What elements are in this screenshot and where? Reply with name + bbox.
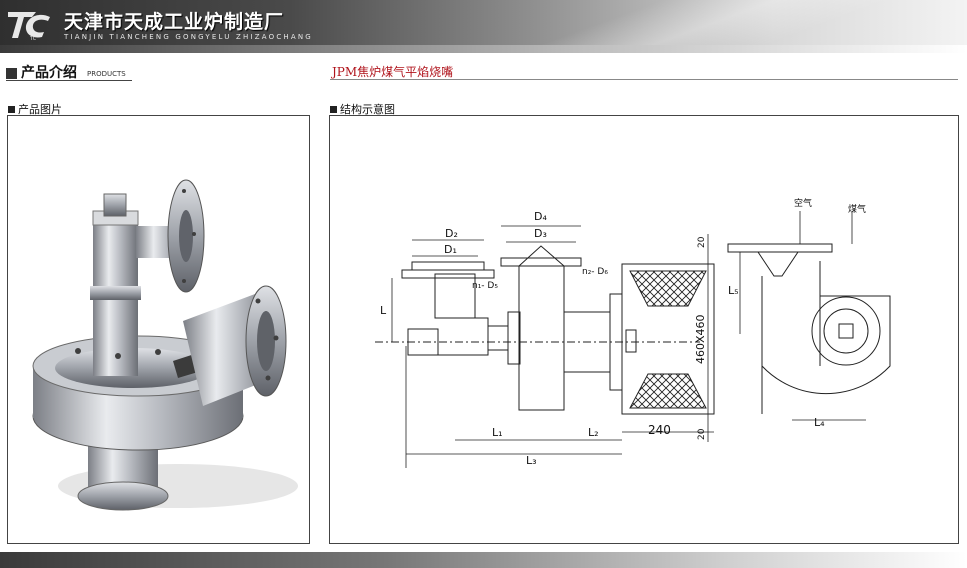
label-l1: L₁	[492, 426, 503, 439]
burner-photo-image	[32, 179, 298, 511]
top-flange-middle	[500, 257, 582, 267]
label-l3: L₃	[526, 454, 537, 467]
label-size: 460X460	[694, 314, 707, 364]
label-n1d5: n₁- D₅	[472, 281, 498, 291]
bullet-square-icon	[8, 106, 15, 113]
section-rule	[6, 80, 132, 81]
label-gas: 煤气	[848, 203, 866, 215]
structure-diagram-frame: D₂ D₁ D₄ D₃ n₁- D₅ n₂- D₆ L L₁ L₂ L₃ 240…	[329, 115, 959, 544]
logo-text: TC	[29, 36, 37, 42]
gas-inlet	[407, 328, 439, 356]
column-cone	[518, 245, 565, 267]
site-header	[0, 0, 967, 50]
header-bottom-band	[0, 45, 967, 53]
side-view-top-flange	[727, 243, 833, 253]
label-d3: D₃	[534, 227, 547, 240]
section-title: 产品介绍	[21, 65, 77, 81]
company-logo-icon: TC	[8, 12, 50, 42]
label-n2d6: n₂- D₆	[582, 267, 608, 277]
page-footer-band	[0, 552, 967, 568]
side-view-outer-ring	[811, 296, 881, 366]
product-name: JPM焦炉煤气平焰烧嘴	[332, 65, 454, 79]
section-square-icon	[6, 68, 17, 79]
label-l: L	[380, 304, 387, 317]
connecting-flange	[507, 311, 521, 365]
company-pinyin: TIANJIN TIANCHENG GONGYELU ZHIZAOCHANG	[64, 33, 313, 41]
diagram-panel-label: 结构示意图	[330, 101, 395, 117]
label-240: 240	[648, 423, 671, 437]
label-l4: L₄	[814, 416, 825, 429]
side-view-body	[761, 261, 821, 414]
product-photo-frame	[7, 115, 310, 544]
label-20-top: 20	[697, 236, 707, 248]
label-air: 空气	[794, 197, 812, 209]
product-name-rule	[330, 79, 958, 80]
middle-column	[518, 265, 565, 411]
top-plate-left	[411, 261, 485, 271]
inlet-body	[438, 317, 489, 356]
section-subtitle: PRODUCTS	[87, 70, 126, 78]
refractory-top	[629, 270, 707, 307]
structure-diagram: D₂ D₁ D₄ D₃ n₁- D₅ n₂- D₆ L L₁ L₂ L₃ 240…	[375, 197, 891, 468]
label-20-bottom: 20	[697, 428, 707, 440]
label-l5: L₅	[728, 284, 739, 297]
burner-nozzle	[625, 329, 637, 353]
side-view-volute	[761, 295, 891, 395]
side-view-inner-ring	[823, 308, 869, 354]
photo-panel-label: 产品图片	[8, 101, 62, 117]
label-d4: D₄	[534, 210, 547, 223]
header-streak	[360, 0, 967, 50]
label-l2: L₂	[588, 426, 599, 439]
label-d1: D₁	[444, 243, 457, 256]
refractory-bottom	[629, 373, 707, 409]
side-view-core	[838, 323, 854, 339]
side-view-cone	[757, 251, 799, 277]
company-name: 天津市天成工业炉制造厂	[64, 11, 285, 33]
bullet-square-icon	[330, 106, 337, 113]
label-d2: D₂	[445, 227, 458, 240]
vertical-neck	[434, 273, 476, 319]
